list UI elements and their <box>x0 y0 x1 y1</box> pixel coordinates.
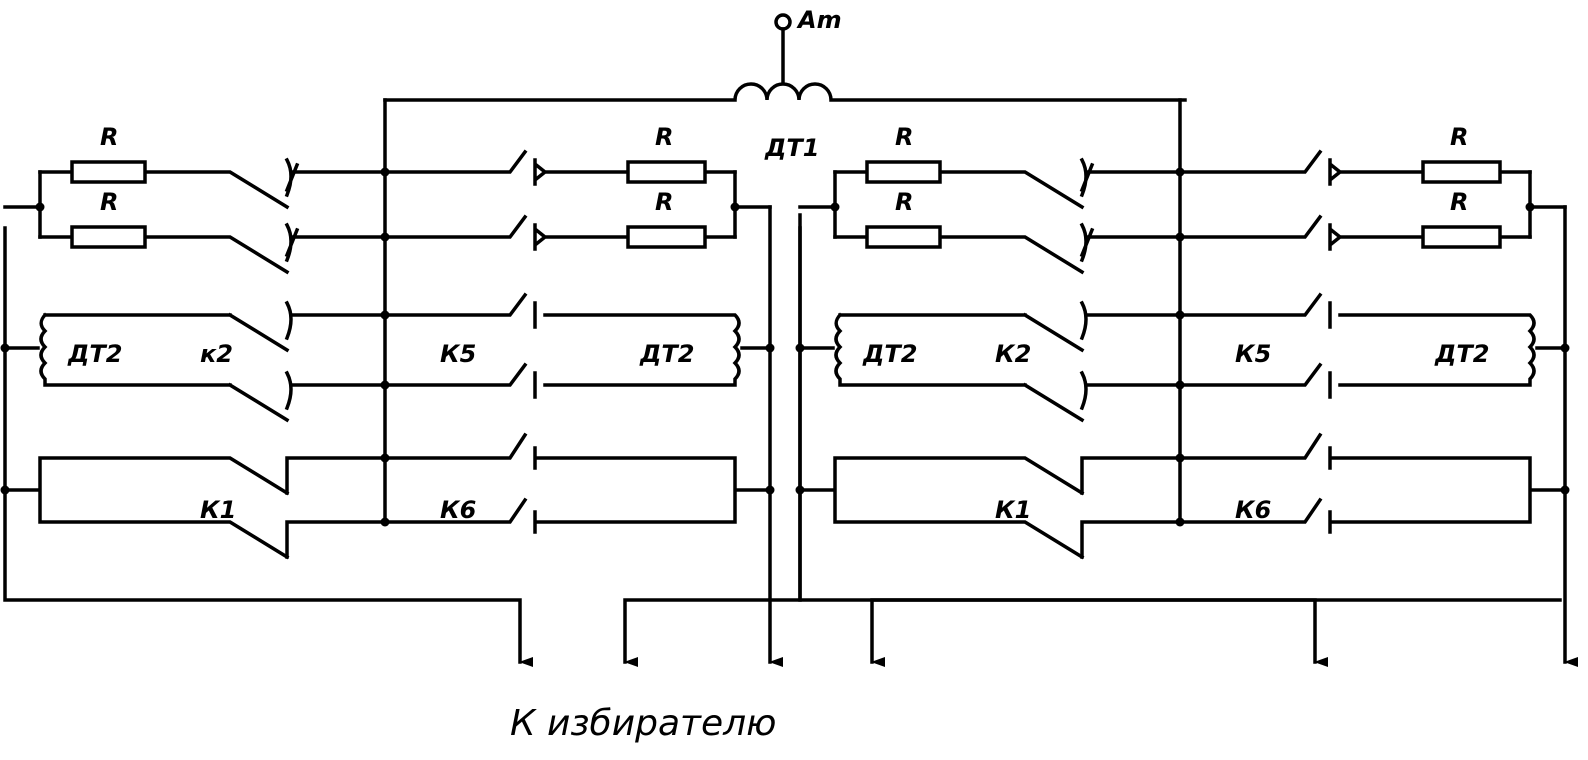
left-bus-to-selector <box>798 226 1328 667</box>
center-return-to-selector <box>623 213 802 667</box>
contact-label-k1: К1 <box>995 496 1031 524</box>
resistor-label: R <box>1450 123 1468 151</box>
switch-k6 <box>285 432 528 559</box>
coil-label: ДТ2 <box>1434 340 1489 368</box>
contact-k-left <box>1079 222 1095 263</box>
junction-dot <box>795 485 805 495</box>
contact-k-left <box>284 222 300 263</box>
resistor-right <box>1328 158 1532 186</box>
junction-dot <box>380 517 390 527</box>
contact-k1 <box>3 456 290 560</box>
resistor-label: R <box>895 123 913 151</box>
resistor-label: R <box>1450 188 1468 216</box>
contact-k-left <box>284 157 300 198</box>
resistor-label: R <box>100 188 118 216</box>
terminal-label: Am <box>796 6 842 34</box>
switch-k-right <box>1085 214 1323 239</box>
contact-label-k1: К1 <box>200 496 236 524</box>
junction-dot <box>1175 167 1185 177</box>
contact-label-k5: К5 <box>440 340 476 368</box>
junction-dot <box>795 343 805 353</box>
terminal-am <box>774 13 792 31</box>
switch-k5 <box>1085 292 1323 387</box>
contact-k1 <box>798 456 1085 560</box>
left-bus-to-selector <box>3 226 533 667</box>
junction-dot <box>380 232 390 242</box>
resistor-label: R <box>655 188 673 216</box>
caption-to-selector: К избирателю <box>510 703 776 744</box>
coil-label: ДТ2 <box>67 340 122 368</box>
junction-dot <box>765 485 775 495</box>
transformer-dt1-coil <box>383 82 1187 102</box>
junction-dot <box>380 310 390 320</box>
junction-dot <box>1560 343 1570 353</box>
junction-dot <box>1175 310 1185 320</box>
contact-label-k2: к2 <box>200 340 233 368</box>
coil-dt2-left <box>834 312 1085 423</box>
junction-dot <box>0 485 10 495</box>
junction-dot <box>380 453 390 463</box>
switch-k5 <box>290 292 528 387</box>
contact-k2 <box>1079 300 1088 411</box>
right-return-to-selector <box>870 598 1562 667</box>
resistor-label: R <box>655 123 673 151</box>
junction-dot <box>380 167 390 177</box>
resistor-right <box>533 158 737 186</box>
resistor-label: R <box>100 123 118 151</box>
switch-k-right <box>1085 149 1323 174</box>
resistor-right <box>1328 223 1532 251</box>
switch-k6 <box>1080 432 1323 559</box>
junction-dot <box>1175 453 1185 463</box>
k6-return <box>533 446 772 534</box>
contact-label-k6: К6 <box>440 496 476 524</box>
junction-dot <box>1175 517 1185 527</box>
k6-return <box>1328 446 1567 534</box>
common-wiring: Am ДТ1 К избирателю <box>383 6 1562 744</box>
contact-label-k6: К6 <box>1235 496 1271 524</box>
junction-dot <box>765 343 775 353</box>
coil-dt2-right <box>1328 301 1536 399</box>
resistor-left <box>38 160 290 210</box>
contact-label-k2: К2 <box>995 340 1031 368</box>
resistor-label: R <box>895 188 913 216</box>
contact-k2 <box>284 300 293 411</box>
coil-label: ДТ2 <box>862 340 917 368</box>
switch-k-right <box>290 214 528 239</box>
coil-dt2-right <box>533 301 741 399</box>
junction-dot <box>1175 380 1185 390</box>
coil-label: ДТ2 <box>639 340 694 368</box>
junction-dot <box>0 343 10 353</box>
transformer-label: ДТ1 <box>764 134 819 162</box>
junction-dot <box>380 380 390 390</box>
contact-k-left <box>1079 157 1095 198</box>
contact-label-k5: К5 <box>1235 340 1271 368</box>
resistor-right <box>533 223 737 251</box>
resistor-left <box>833 225 1085 275</box>
resistor-left <box>38 225 290 275</box>
junction-dot <box>1560 485 1570 495</box>
junction-dot <box>1175 232 1185 242</box>
coil-dt2-left <box>39 312 290 423</box>
resistor-left <box>833 160 1085 210</box>
switch-k-right <box>290 149 528 174</box>
